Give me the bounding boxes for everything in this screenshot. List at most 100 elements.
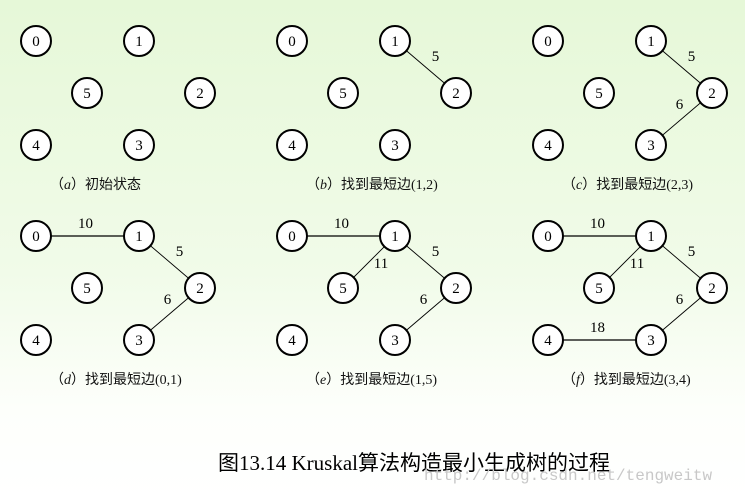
node-label: 3 <box>647 333 655 349</box>
edge-weight: 6 <box>164 292 172 308</box>
node-label: 5 <box>595 281 603 297</box>
edge-weight: 6 <box>676 97 684 113</box>
edge-weight: 10 <box>78 216 93 232</box>
edge-weight: 11 <box>374 256 388 272</box>
node-label: 4 <box>288 138 296 154</box>
panel-caption: （b）找到最短边(1,2) <box>306 177 438 193</box>
node-5 <box>71 272 103 304</box>
node-4 <box>20 324 52 356</box>
node-label: 0 <box>32 34 40 50</box>
node-label: 4 <box>544 138 552 154</box>
node-label: 5 <box>83 86 91 102</box>
node-1 <box>379 25 411 57</box>
node-label: 0 <box>288 229 296 245</box>
figure-title: 图13.14 Kruskal算法构造最小生成树的过程 <box>218 451 610 475</box>
node-label: 5 <box>339 281 347 297</box>
edge-weight: 10 <box>590 216 605 232</box>
node-5 <box>583 77 615 109</box>
node-label: 3 <box>391 138 399 154</box>
node-3 <box>379 129 411 161</box>
node-4 <box>532 324 564 356</box>
node-2 <box>184 77 216 109</box>
edge-weight: 5 <box>432 49 440 65</box>
node-label: 0 <box>544 229 552 245</box>
node-label: 4 <box>544 333 552 349</box>
node-3 <box>123 324 155 356</box>
node-label: 2 <box>708 281 716 297</box>
node-2 <box>440 77 472 109</box>
edge-weight: 5 <box>688 49 696 65</box>
node-5 <box>327 272 359 304</box>
node-label: 3 <box>135 333 143 349</box>
node-0 <box>20 220 52 252</box>
node-4 <box>20 129 52 161</box>
edge-weight: 18 <box>590 320 605 336</box>
node-label: 5 <box>83 281 91 297</box>
node-label: 2 <box>708 86 716 102</box>
panel-e: 10 5 11 6 0 1 2 3 4 5 （e）找到最短边(1,5) <box>276 216 472 388</box>
panel-caption: （f）找到最短边(3,4) <box>562 372 691 388</box>
node-label: 4 <box>32 333 40 349</box>
node-label: 5 <box>339 86 347 102</box>
panel-caption: （c）找到最短边(2,3) <box>562 177 693 193</box>
node-0 <box>532 220 564 252</box>
edge-weight: 10 <box>334 216 349 232</box>
node-1 <box>635 220 667 252</box>
node-5 <box>583 272 615 304</box>
node-2 <box>696 77 728 109</box>
node-label: 0 <box>32 229 40 245</box>
node-3 <box>635 324 667 356</box>
panel-caption: （d）找到最短边(0,1) <box>50 372 182 388</box>
edge-weight: 6 <box>420 292 428 308</box>
node-0 <box>276 25 308 57</box>
node-label: 1 <box>647 34 655 50</box>
panel-d: 10 5 6 0 1 2 3 4 5 （d）找到最短边(0,1) <box>20 216 216 388</box>
node-label: 1 <box>391 229 399 245</box>
node-label: 2 <box>196 281 204 297</box>
node-2 <box>696 272 728 304</box>
node-label: 1 <box>647 229 655 245</box>
node-label: 2 <box>196 86 204 102</box>
panel-caption: （a）初始状态 <box>50 176 141 193</box>
node-label: 3 <box>135 138 143 154</box>
node-4 <box>276 129 308 161</box>
node-1 <box>635 25 667 57</box>
node-0 <box>20 25 52 57</box>
node-label: 4 <box>288 333 296 349</box>
node-1 <box>379 220 411 252</box>
node-2 <box>184 272 216 304</box>
node-label: 4 <box>32 138 40 154</box>
edge-weight: 5 <box>176 244 184 260</box>
node-label: 3 <box>647 138 655 154</box>
panel-caption: （e）找到最短边(1,5) <box>306 372 437 388</box>
node-2 <box>440 272 472 304</box>
node-0 <box>532 25 564 57</box>
node-label: 1 <box>391 34 399 50</box>
node-3 <box>123 129 155 161</box>
node-label: 1 <box>135 34 143 50</box>
panel-a: 0 1 2 3 4 5 （a）初始状态 <box>20 25 216 193</box>
node-label: 2 <box>452 281 460 297</box>
node-4 <box>532 129 564 161</box>
node-0 <box>276 220 308 252</box>
node-1 <box>123 25 155 57</box>
panel-f: 10 5 11 6 18 0 1 2 3 4 5 （f）找到最短边(3,4) <box>532 216 728 388</box>
node-3 <box>635 129 667 161</box>
node-label: 0 <box>288 34 296 50</box>
panel-c: 5 6 0 1 2 3 4 5 （c）找到最短边(2,3) <box>532 25 728 193</box>
edge-weight: 6 <box>676 292 684 308</box>
node-5 <box>71 77 103 109</box>
node-label: 3 <box>391 333 399 349</box>
edge-weight: 5 <box>432 244 440 260</box>
node-1 <box>123 220 155 252</box>
node-label: 0 <box>544 34 552 50</box>
watermark: http://blog.csdn.net/tengweitw <box>424 467 713 485</box>
node-5 <box>327 77 359 109</box>
node-label: 5 <box>595 86 603 102</box>
node-label: 1 <box>135 229 143 245</box>
node-3 <box>379 324 411 356</box>
edge-weight: 5 <box>688 244 696 260</box>
edge-weight: 11 <box>630 256 644 272</box>
